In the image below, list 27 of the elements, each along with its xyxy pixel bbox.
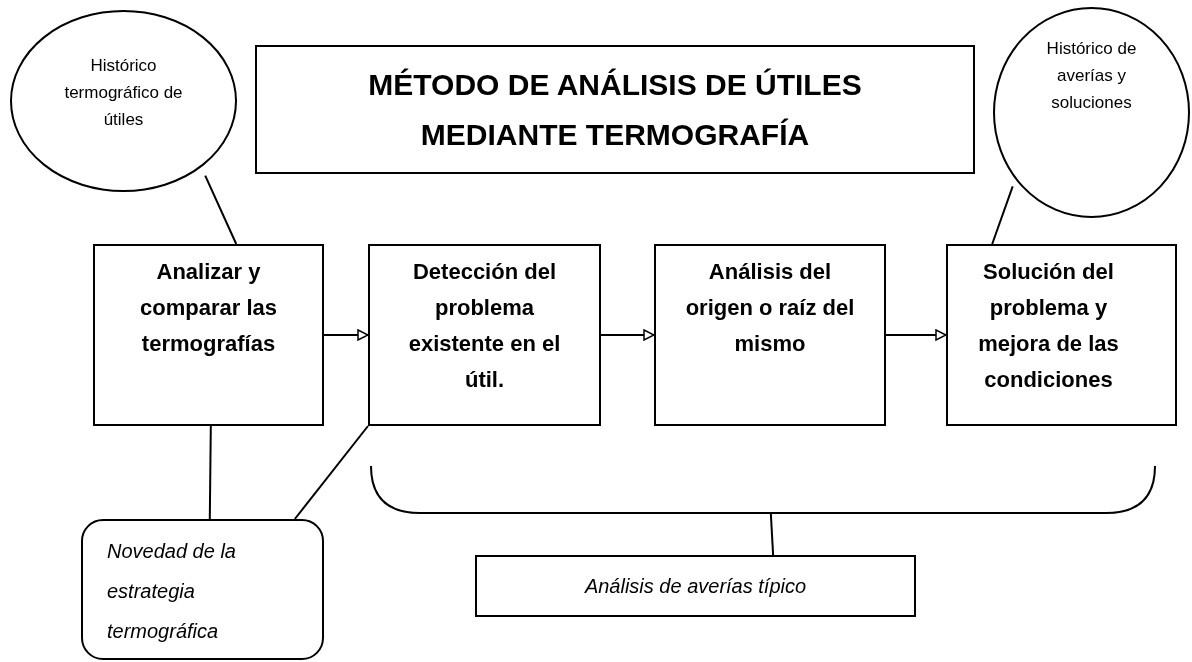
node-text: Analizar y comparar las termografías: [139, 258, 278, 358]
node-text: Novedad de la estrategia termográfica: [107, 539, 237, 644]
data-circle: [993, 7, 1190, 218]
title-box: [255, 45, 975, 174]
arrow: [323, 329, 369, 341]
curly-bracket: [370, 466, 1156, 514]
process-box: [946, 244, 1177, 426]
node-text: Análisis del origen o raíz del mismo: [684, 258, 856, 358]
title-text: MÉTODO DE ANÁLISIS DE ÚTILES MEDIANTE TERMOGRAFÍA: [367, 66, 863, 153]
process-box: [368, 244, 601, 426]
connector-line: [208, 425, 212, 520]
connector-line: [991, 185, 1014, 245]
arrow: [600, 329, 655, 341]
note-box: [81, 519, 324, 660]
process-box: [93, 244, 324, 426]
connector-line: [769, 513, 775, 556]
node-text: Análisis de averías típico: [584, 574, 807, 599]
data-ellipse: [10, 10, 237, 192]
node-text: Solución del problema y mejora de las condiciones: [977, 258, 1120, 394]
node-text: Histórico termográfico de útiles: [63, 55, 184, 131]
summary-box: [475, 555, 916, 617]
node-text: Histórico de averías y soluciones: [1045, 38, 1138, 114]
connector-line: [293, 425, 369, 520]
process-box: [654, 244, 886, 426]
node-text: Detección del problema existente en el útil.: [407, 258, 562, 394]
connector-line: [204, 174, 238, 245]
arrow: [885, 329, 947, 341]
